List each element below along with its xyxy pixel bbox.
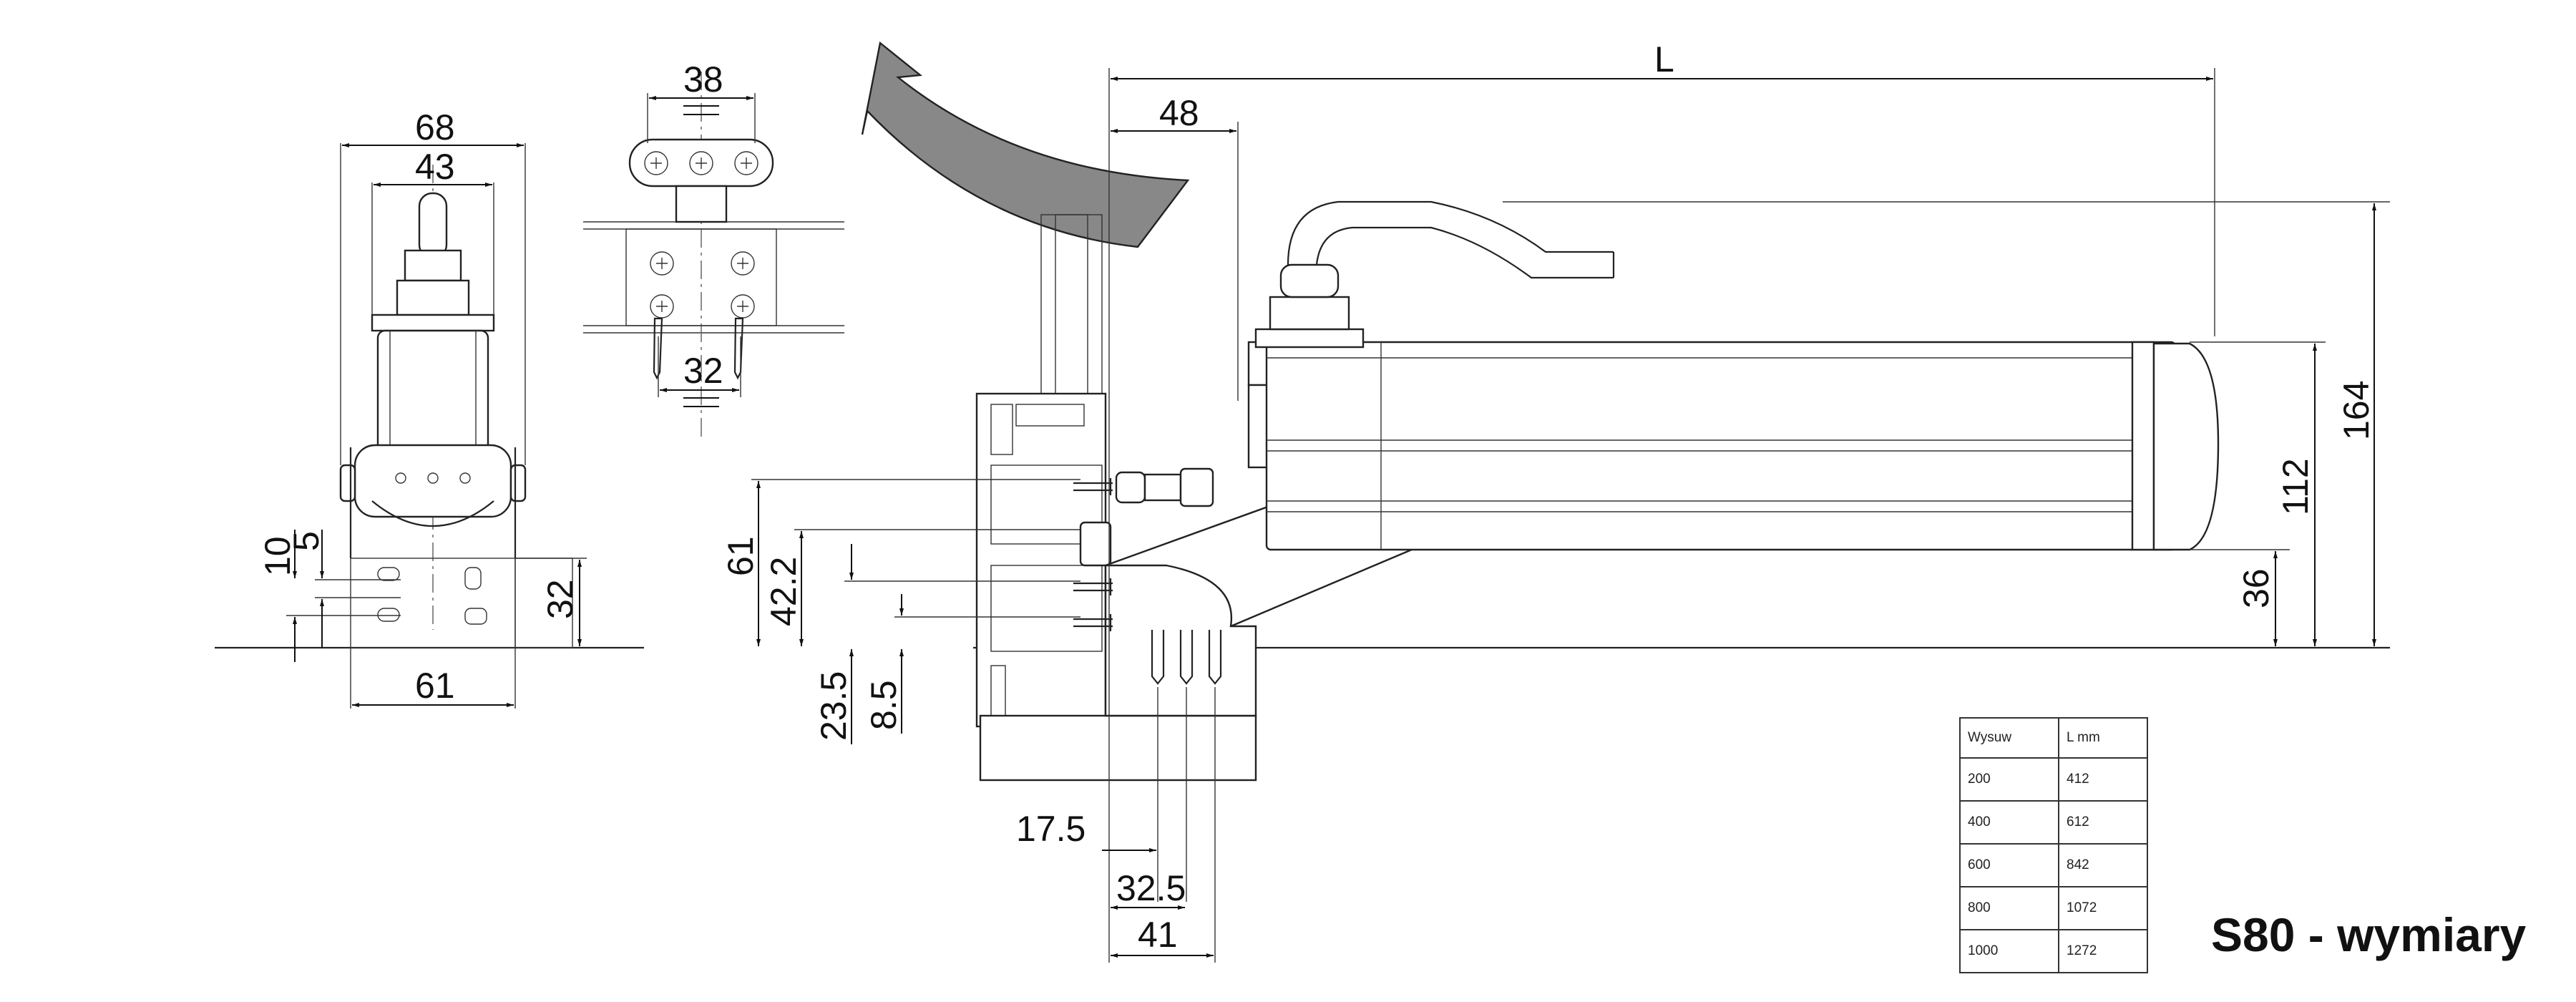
table-row: 400 612 [1959, 800, 2148, 845]
side-dimensions: 68 43 61 10 5 32 [258, 107, 582, 709]
dim-164: 164 [2336, 381, 2376, 440]
dim-42-2: 42.2 [763, 557, 804, 626]
table-cell: 600 [1959, 843, 2059, 887]
dim-36: 36 [2236, 568, 2276, 608]
dim-61-main: 61 [721, 536, 761, 576]
table-cell: 612 [2058, 800, 2148, 845]
table-cell: 200 [1959, 757, 2059, 802]
table-cell: 1072 [2058, 886, 2148, 930]
top-view [583, 72, 844, 437]
dim-112: 112 [2275, 458, 2316, 515]
dim-17-5: 17.5 [1016, 809, 1085, 849]
dim-61-side: 61 [415, 666, 455, 706]
dim-48: 48 [1159, 93, 1199, 133]
table-row: 1000 1272 [1959, 929, 2148, 973]
table-cell: 412 [2058, 757, 2148, 802]
table-row: 600 842 [1959, 843, 2148, 887]
dim-10: 10 [258, 536, 298, 576]
table-row: 800 1072 [1959, 886, 2148, 930]
table-cell: 1272 [2058, 929, 2148, 973]
main-dimensions: L 48 164 112 36 61 42.2 23.5 8.5 17.5 [721, 39, 2390, 963]
table-cell: 400 [1959, 800, 2059, 845]
dim-23-5: 23.5 [814, 671, 854, 741]
dim-8-5: 8.5 [864, 680, 904, 730]
dim-L: L [1654, 39, 1674, 79]
dim-32-5: 32.5 [1116, 868, 1186, 908]
col-header-l-mm: L mm [2058, 717, 2148, 759]
top-dimensions: 38 32 [647, 59, 756, 407]
col-header-wysuw: Wysuw [1959, 717, 2059, 759]
dim-68: 68 [415, 107, 455, 147]
table-header-row: Wysuw L mm [1959, 717, 2148, 759]
table-row: 200 412 [1959, 757, 2148, 802]
dim-41: 41 [1138, 915, 1178, 955]
dim-43: 43 [415, 147, 455, 187]
table-cell: 1000 [1959, 929, 2059, 973]
table-cell: 842 [2058, 843, 2148, 887]
dim-32-top: 32 [683, 351, 723, 391]
main-view [973, 200, 2390, 782]
opening-arrow [861, 41, 1190, 248]
table-cell: 800 [1959, 886, 2059, 930]
stroke-length-table: Wysuw L mm 200 412 400 612 600 842 800 1… [1959, 717, 2148, 973]
side-view [215, 165, 644, 649]
drawing-title: S80 - wymiary [2211, 908, 2527, 961]
dim-5: 5 [286, 531, 326, 551]
dim-32-side: 32 [540, 579, 580, 619]
dim-38: 38 [683, 59, 723, 99]
